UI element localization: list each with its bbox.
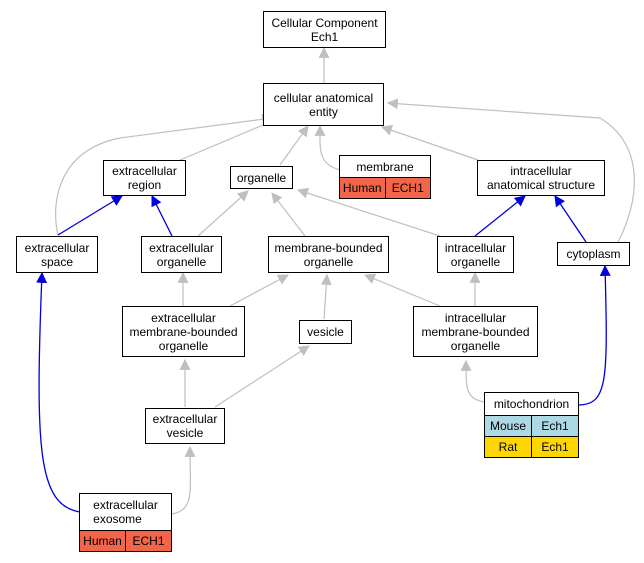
edge-ecmbo-mbo bbox=[229, 274, 289, 307]
node-label: extracellular organelle bbox=[149, 240, 214, 269]
node-intracellular-anatomical-structure[interactable]: intracellular anatomical structure bbox=[477, 160, 605, 196]
edge-ecv-vesicle bbox=[214, 345, 310, 408]
node-extracellular-exosome[interactable]: extracellular exosome Human ECH1 bbox=[79, 493, 172, 552]
node-membrane-bounded-organelle[interactable]: membrane-bounded organelle bbox=[268, 236, 389, 273]
edge-organelle-cae bbox=[279, 125, 309, 166]
species-cell: Rat bbox=[485, 437, 531, 457]
edge-membrane-cae bbox=[314, 124, 341, 171]
node-label: vesicle bbox=[307, 325, 344, 339]
species-cell: Mouse bbox=[485, 416, 531, 436]
node-label: cellular anatomical entity bbox=[273, 90, 374, 119]
node-intracellular-membrane-bounded-organelle[interactable]: intracellular membrane-bounded organelle bbox=[413, 306, 538, 357]
blue-edges bbox=[36, 195, 611, 513]
species-cell: Human bbox=[340, 178, 385, 198]
edge-vesicle-mbo bbox=[320, 273, 332, 320]
gene-cell: ECH1 bbox=[125, 531, 171, 551]
node-label: extracellular vesicle bbox=[152, 412, 218, 440]
node-mitochondrion[interactable]: mitochondrion Mouse Ech1 Rat Ech1 bbox=[484, 392, 579, 458]
node-label: membrane bbox=[340, 156, 430, 179]
edge-cytoplasm-ias bbox=[554, 195, 587, 243]
node-label: membrane-bounded organelle bbox=[274, 240, 383, 269]
node-label: intracellular organelle bbox=[444, 240, 507, 269]
node-label: extracellular region bbox=[112, 164, 177, 192]
edge-eco-organelle bbox=[197, 190, 249, 237]
node-label: extracellular membrane-bounded organelle bbox=[129, 310, 238, 353]
edge-exosome-ecs bbox=[36, 271, 81, 513]
edge-ecs-cae bbox=[55, 113, 274, 236]
edge-cytoplasm-cae bbox=[386, 98, 635, 243]
gray-edges bbox=[55, 46, 635, 515]
edge-mito-icmbo bbox=[460, 359, 485, 403]
annotation-row: Mouse Ech1 bbox=[485, 416, 578, 436]
node-label: extracellular exosome bbox=[80, 494, 171, 531]
node-label: Cellular Component Ech1 bbox=[271, 15, 378, 44]
edge-ico-organelle bbox=[296, 187, 441, 237]
edge-icmbo-mbo bbox=[363, 273, 441, 307]
node-extracellular-vesicle[interactable]: extracellular vesicle bbox=[145, 408, 225, 444]
edge-eco-ecr bbox=[151, 195, 173, 237]
node-organelle[interactable]: organelle bbox=[230, 166, 293, 189]
edge-exosome-ecv bbox=[171, 445, 196, 515]
edge-ecs-ecr bbox=[57, 195, 123, 236]
edge-mito-cytoplasm bbox=[577, 264, 611, 406]
node-cellular-anatomical-entity[interactable]: cellular anatomical entity bbox=[263, 83, 384, 126]
annotation-row: Human ECH1 bbox=[340, 178, 430, 198]
node-label: extracellular space bbox=[24, 240, 90, 269]
node-extracellular-region[interactable]: extracellular region bbox=[103, 160, 186, 196]
annotation-row: Rat Ech1 bbox=[485, 436, 578, 457]
node-label: cytoplasm bbox=[566, 247, 621, 261]
gene-cell: Ech1 bbox=[531, 437, 578, 457]
edge-ico-ias bbox=[474, 195, 526, 237]
node-intracellular-organelle[interactable]: intracellular organelle bbox=[437, 236, 514, 273]
node-label: intracellular membrane-bounded organelle bbox=[421, 310, 530, 353]
node-cytoplasm[interactable]: cytoplasm bbox=[557, 242, 630, 266]
annotation-row: Human ECH1 bbox=[80, 531, 171, 551]
node-label: intracellular anatomical structure bbox=[486, 164, 596, 192]
edge-ias-cae bbox=[380, 125, 479, 161]
node-cellular-component[interactable]: Cellular Component Ech1 bbox=[263, 11, 386, 48]
node-extracellular-organelle[interactable]: extracellular organelle bbox=[141, 236, 222, 273]
edge-mbo-organelle bbox=[271, 192, 306, 237]
node-extracellular-membrane-bounded-organelle[interactable]: extracellular membrane-bounded organelle bbox=[122, 306, 245, 357]
gene-cell: ECH1 bbox=[384, 178, 430, 198]
node-extracellular-space[interactable]: extracellular space bbox=[16, 236, 98, 273]
node-membrane[interactable]: membrane Human ECH1 bbox=[339, 155, 431, 199]
node-label: organelle bbox=[236, 170, 287, 185]
gene-cell: Ech1 bbox=[531, 416, 578, 436]
species-cell: Human bbox=[80, 531, 125, 551]
node-vesicle[interactable]: vesicle bbox=[299, 320, 352, 344]
node-label: mitochondrion bbox=[485, 393, 578, 416]
